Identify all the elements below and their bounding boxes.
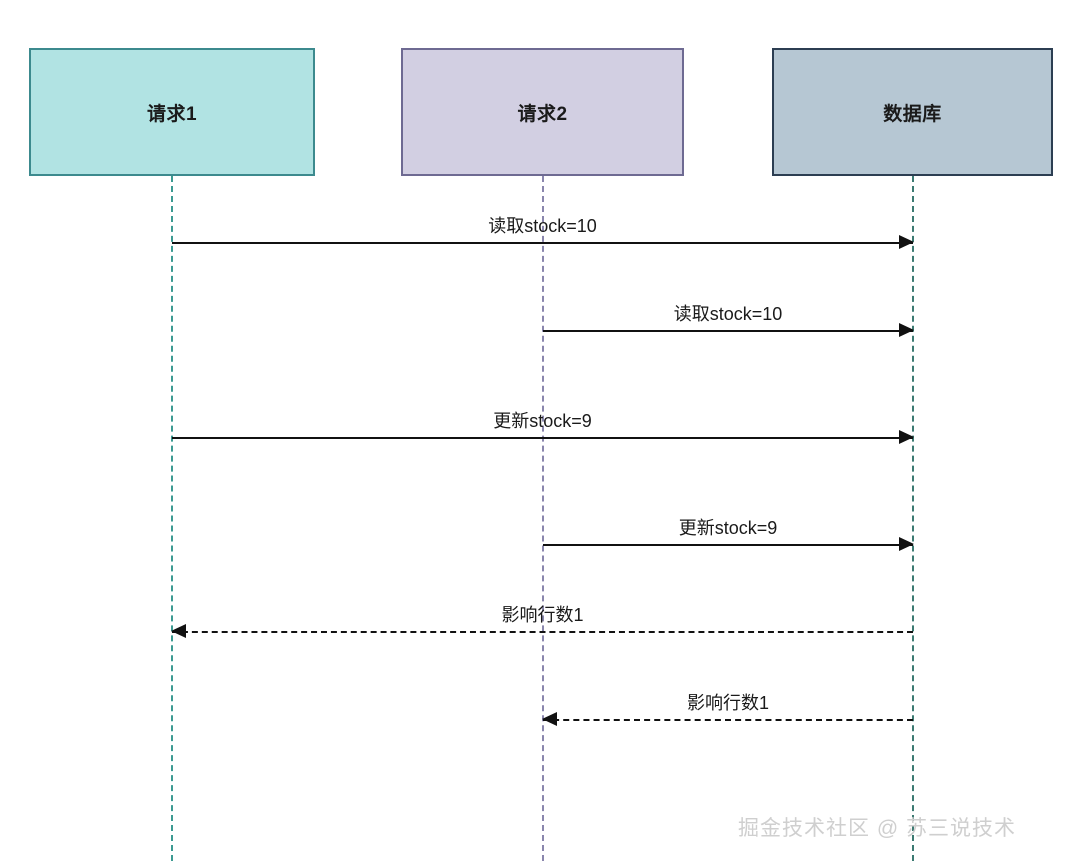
lifeline-req1: [171, 176, 173, 861]
message-line-msg-2: [543, 330, 913, 332]
message-line-msg-3: [172, 437, 913, 439]
message-line-msg-4: [543, 544, 913, 546]
arrowhead-right-msg-2: [899, 323, 914, 337]
participant-box-req1[interactable]: 请求1: [29, 48, 315, 176]
message-label-msg-1: 读取stock=10: [488, 216, 597, 236]
message-label-msg-3: 更新stock=9: [493, 411, 592, 431]
lifeline-req2: [542, 176, 544, 861]
arrowhead-right-msg-1: [899, 235, 914, 249]
message-label-msg-6: 影响行数1: [686, 693, 769, 713]
watermark: 掘金技术社区 @ 苏三说技术: [738, 817, 1016, 840]
arrowhead-left-msg-6: [542, 712, 557, 726]
lifeline-db: [912, 176, 914, 861]
arrowhead-right-msg-4: [899, 537, 914, 551]
participant-box-req2[interactable]: 请求2: [401, 48, 684, 176]
arrowhead-left-msg-5: [171, 624, 186, 638]
message-line-msg-1: [172, 242, 913, 244]
message-label-msg-5: 影响行数1: [501, 605, 584, 625]
participant-label-req1: 请求1: [146, 103, 198, 125]
message-label-msg-2: 读取stock=10: [673, 304, 783, 324]
participant-label-req2: 请求2: [517, 103, 568, 125]
arrowhead-right-msg-3: [899, 430, 914, 444]
message-line-msg-5: [172, 631, 913, 633]
participant-label-db: 数据库: [883, 103, 942, 125]
participant-box-db[interactable]: 数据库: [772, 48, 1053, 176]
message-label-msg-4: 更新stock=9: [678, 518, 778, 538]
message-line-msg-6: [543, 719, 913, 721]
